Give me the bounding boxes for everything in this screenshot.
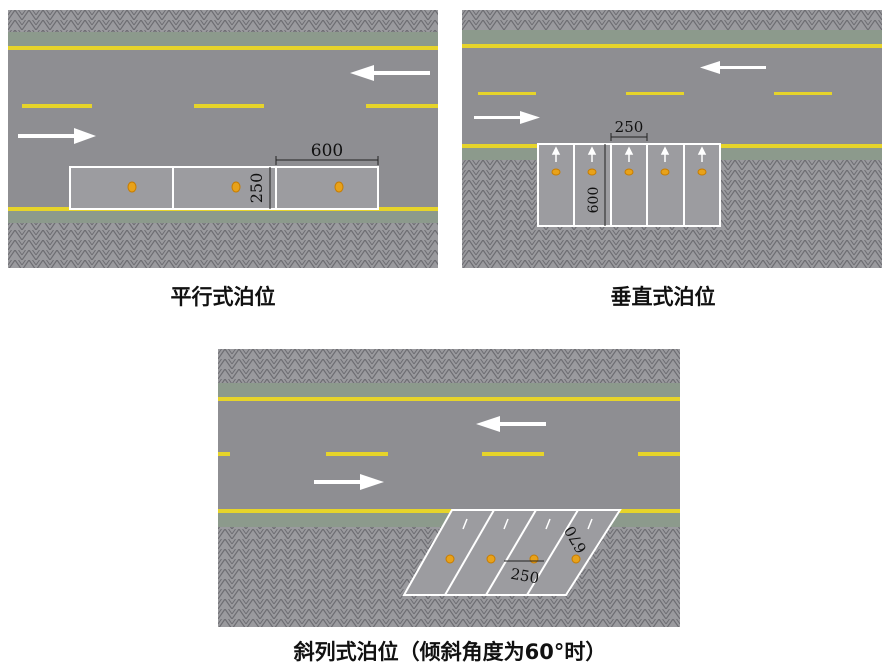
parking-bays	[402, 509, 622, 596]
bay-arrow-icons	[462, 518, 593, 530]
top-green-strip	[218, 383, 680, 397]
parking-bays	[69, 166, 379, 210]
center-dashed-line	[478, 92, 832, 95]
top-sidewalk	[8, 10, 438, 32]
oblique-caption: 斜列式泊位（倾斜角度为60°时）	[293, 640, 607, 664]
bottom-yellow-edge-left	[462, 144, 538, 148]
center-dashed-line	[218, 452, 680, 456]
right-arrow	[314, 474, 384, 490]
bottom-yellow-edge	[218, 509, 680, 513]
left-arrow	[476, 416, 546, 432]
perpendicular-parking-diagram: 250 600	[462, 10, 882, 268]
bottom-green-strip-right	[720, 148, 882, 160]
bottom-sidewalk-under-bays	[538, 226, 720, 268]
sensor-dot	[445, 554, 581, 564]
top-sidewalk	[462, 10, 882, 30]
parallel-parking-diagram: 600 250	[8, 10, 438, 268]
width-dimension-label: 250	[509, 565, 540, 588]
sensor-dot	[127, 181, 344, 193]
bottom-green-strip-left	[462, 148, 538, 160]
left-arrow	[350, 65, 430, 81]
bottom-yellow-edge-right	[720, 144, 882, 148]
top-green-strip	[462, 30, 882, 44]
top-yellow-edge	[8, 46, 438, 50]
center-dashed-line	[22, 104, 438, 108]
bottom-sidewalk	[8, 223, 438, 268]
sensor-dot	[551, 168, 707, 176]
parallel-caption: 平行式泊位	[170, 285, 276, 309]
length-dimension-label: 600	[586, 187, 602, 214]
left-arrow	[700, 61, 766, 74]
length-dimension-label: 600	[311, 141, 343, 161]
top-sidewalk	[218, 349, 680, 383]
top-yellow-edge	[218, 397, 680, 401]
right-arrow	[18, 128, 96, 144]
width-dimension-line	[610, 133, 648, 141]
length-dimension-line	[275, 156, 379, 165]
bottom-sidewalk-left	[462, 160, 538, 268]
top-green-strip	[8, 32, 438, 46]
top-yellow-edge	[462, 44, 882, 48]
width-dimension-label: 250	[615, 118, 644, 136]
bottom-sidewalk-right	[720, 160, 882, 268]
width-dimension-label: 250	[247, 173, 266, 204]
bay-arrow-icons	[551, 146, 707, 162]
perpendicular-caption: 垂直式泊位	[610, 285, 716, 309]
oblique-parking-diagram: 250 670	[218, 349, 680, 627]
right-arrow	[474, 111, 540, 124]
bottom-green-strip	[8, 211, 438, 223]
